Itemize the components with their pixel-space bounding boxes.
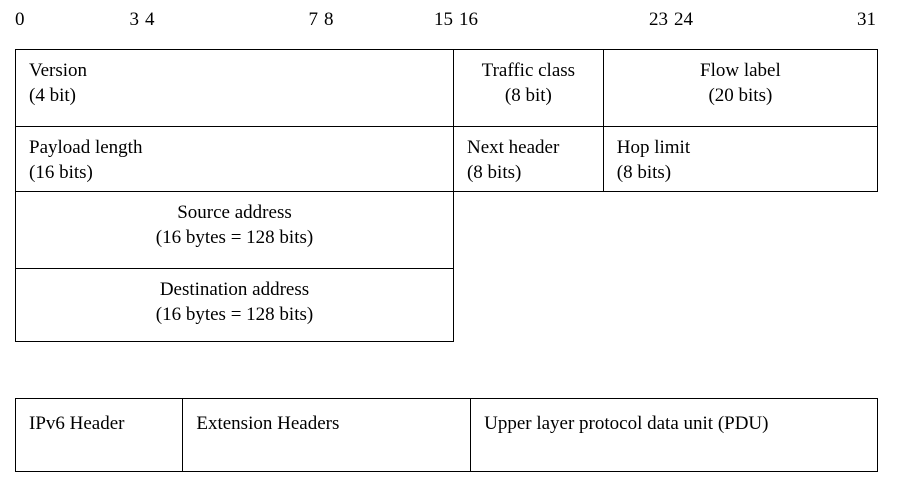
bit-tick-31: 31	[857, 9, 876, 30]
field-traffic-class: Traffic class (8 bit)	[452, 49, 604, 127]
row-payload-next-hop: Payload length (16 bits) Next header (8 bit…	[15, 126, 879, 192]
bit-tick-24: 24	[674, 9, 693, 30]
field-payload-length: Payload length (16 bits)	[15, 126, 454, 192]
field-destination-address: Destination address (16 bytes = 128 bits)	[15, 268, 454, 342]
field-flow-label: Flow label (20 bits)	[602, 49, 879, 127]
field-version: Version (4 bit)	[15, 49, 454, 127]
bit-tick-4: 4	[145, 9, 155, 30]
field-source-address-name: Source address	[177, 202, 292, 223]
bit-tick-8: 8	[324, 9, 334, 30]
field-hop-limit-name: Hop limit	[616, 137, 691, 158]
field-next-header: Next header (8 bits)	[452, 126, 604, 192]
field-version-name: Version	[29, 60, 88, 81]
field-next-header-name: Next header	[466, 137, 560, 158]
row-version-traffic-flow: Version (4 bit) Traffic class (8 bit) Flow l…	[15, 49, 879, 127]
field-source-address-size: (16 bytes = 128 bits)	[155, 227, 314, 248]
bit-tick-23: 23	[649, 9, 668, 30]
bit-tick-7: 7	[308, 9, 319, 30]
field-payload-length-size: (16 bits)	[29, 162, 93, 183]
field-flow-label-name: Flow label	[700, 60, 781, 81]
field-destination-address-name: Destination address	[159, 279, 310, 300]
field-traffic-class-name: Traffic class	[481, 60, 576, 81]
field-next-header-text: Next header (8 bits)	[454, 127, 603, 185]
segment-extension-headers-label: Extension Headers	[196, 413, 340, 434]
field-version-size: (4 bit)	[29, 85, 76, 106]
field-traffic-class-size: (8 bit)	[504, 85, 552, 106]
segment-upper-layer-pdu-label: Upper layer protocol data unit (PDU)	[484, 413, 769, 434]
field-version-text: Version (4 bit)	[16, 50, 453, 108]
field-next-header-size: (8 bits)	[466, 162, 522, 183]
bit-tick-0: 0	[15, 9, 25, 30]
field-flow-label-text: Flow label (20 bits)	[604, 50, 877, 108]
field-payload-length-name: Payload length	[29, 137, 143, 158]
bit-tick-15: 15	[434, 9, 453, 30]
field-destination-address-size: (16 bytes = 128 bits)	[155, 304, 314, 325]
bit-tick-3: 3	[129, 9, 140, 30]
packet-encapsulation-rows: IPv6 Header Extension Headers Upper layer …	[14, 398, 878, 472]
field-payload-length-text: Payload length (16 bits)	[16, 127, 453, 185]
ipv6-header-rows: Version (4 bit) Traffic class (8 bit) Flow l…	[15, 49, 879, 342]
field-flow-label-size: (20 bits)	[708, 85, 773, 106]
field-hop-limit-size: (8 bits)	[616, 162, 672, 183]
bit-tick-16: 16	[459, 9, 478, 30]
row-destination-address: Destination address (16 bytes = 128 bits)	[15, 268, 878, 342]
ipv6-header-diagram: Version (4 bit) Traffic class (8 bit) Flow l…	[15, 49, 879, 342]
packet-encapsulation-bar: IPv6 Header Extension Headers Upper layer …	[14, 398, 878, 472]
segment-ipv6-header-label: IPv6 Header	[29, 413, 125, 434]
field-source-address-text: Source address (16 bytes = 128 bits)	[16, 192, 453, 250]
packet-encapsulation-row: IPv6 Header Extension Headers Upper layer …	[14, 398, 878, 472]
field-hop-limit: Hop limit (8 bits)	[602, 126, 879, 192]
field-destination-address-text: Destination address (16 bytes = 128 bits)	[16, 269, 453, 327]
field-traffic-class-text: Traffic class (8 bit)	[454, 50, 603, 108]
field-source-address: Source address (16 bytes = 128 bits)	[15, 191, 454, 269]
segment-upper-layer-pdu: Upper layer protocol data unit (PDU)	[470, 398, 878, 472]
field-hop-limit-text: Hop limit (8 bits)	[604, 127, 877, 185]
row-source-address: Source address (16 bytes = 128 bits)	[15, 191, 878, 269]
segment-ipv6-header: IPv6 Header	[14, 398, 184, 472]
segment-extension-headers: Extension Headers	[182, 398, 472, 472]
